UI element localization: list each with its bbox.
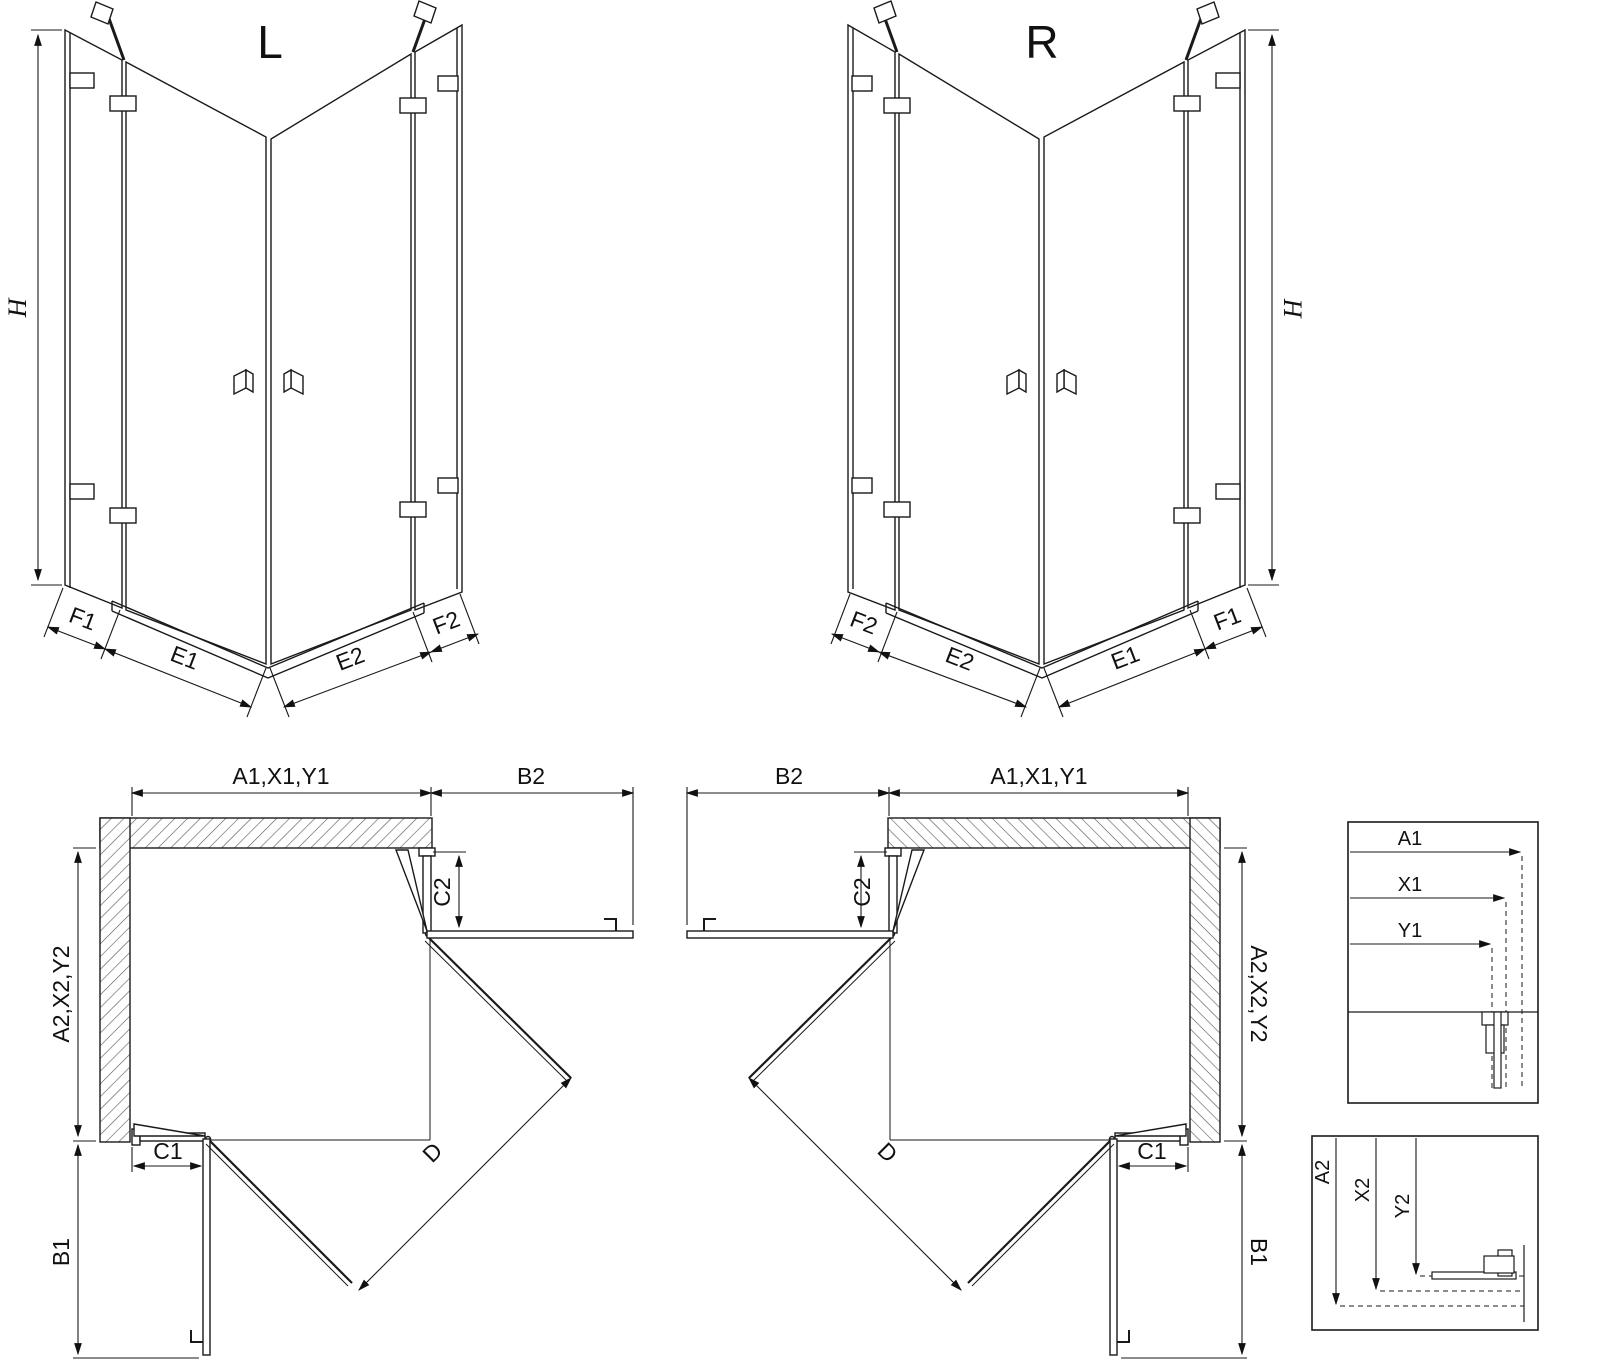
dim-label-a2: A2 <box>1312 1160 1334 1184</box>
dim-label-c2: C2 <box>429 877 455 906</box>
detail-dimension-arrows <box>1350 848 1522 948</box>
profile-section <box>1481 1011 1509 1089</box>
detail-box-border <box>1311 1135 1539 1331</box>
profile-section <box>1431 1245 1525 1322</box>
dim-label-c1: C1 <box>153 1138 182 1164</box>
reference-dashed-lines <box>1491 856 1523 1088</box>
dim-label-f1: F1 <box>66 602 100 636</box>
dim-label-b2: B2 <box>775 763 803 789</box>
dim-label-a2x2y2: A2,X2,Y2 <box>48 945 74 1042</box>
dim-label-d: D <box>873 1137 903 1167</box>
dim-label-b2: B2 <box>517 763 545 789</box>
dim-label-f1: F1 <box>1210 602 1244 636</box>
dim-label-a1x1y1: A1,X1,Y1 <box>990 763 1087 789</box>
dim-label-b1: B1 <box>1246 1238 1272 1266</box>
perspective-view-right: R H F2 E2 E1 F1 <box>831 1 1307 717</box>
detail-box-border <box>1347 821 1539 1104</box>
dim-label-d: D <box>417 1137 447 1167</box>
dim-label-a1: A1 <box>1398 828 1422 850</box>
plan-geometry-left <box>73 787 633 1358</box>
dim-label-a2x2y2: A2,X2,Y2 <box>1246 945 1272 1042</box>
dim-label-c1: C1 <box>1137 1138 1166 1164</box>
dim-label-x1: X1 <box>1398 874 1422 896</box>
dim-label-e2: E2 <box>332 641 368 675</box>
plan-view-left: A1,X1,Y1 B2 A2,X2,Y2 B1 C2 C1 D <box>48 763 633 1358</box>
detail-box-vertical: A2 X2 Y2 <box>1311 1135 1539 1331</box>
dim-label-f2: F2 <box>847 606 881 640</box>
view-title-right: R <box>1025 16 1058 68</box>
dim-label-c2: C2 <box>849 877 875 906</box>
reference-dashed-lines <box>1340 1275 1524 1307</box>
dim-label-a1x1y1: A1,X1,Y1 <box>232 763 329 789</box>
dim-label-x2: X2 <box>1352 1178 1374 1202</box>
dim-label-e2: E2 <box>942 641 978 675</box>
detail-box-horizontal: A1 X1 Y1 <box>1347 821 1539 1104</box>
perspective-view-left: L H F1 E1 E2 F2 <box>3 1 479 717</box>
view-title-left: L <box>257 16 283 68</box>
dim-label-e1: E1 <box>1107 640 1143 674</box>
plan-view-right: B2 A1,X1,Y1 A2,X2,Y2 B1 C2 C1 D <box>687 763 1272 1358</box>
dim-label-h: H <box>1278 298 1307 319</box>
dim-label-h: H <box>3 297 32 318</box>
dim-label-e1: E1 <box>167 640 203 674</box>
dim-label-f2: F2 <box>429 606 463 640</box>
dim-label-b1: B1 <box>48 1238 74 1266</box>
detail-dimension-arrows <box>1332 1138 1420 1306</box>
dim-label-y2: Y2 <box>1392 1194 1414 1218</box>
plan-geometry-right <box>687 787 1247 1358</box>
dim-label-y1: Y1 <box>1398 920 1422 942</box>
